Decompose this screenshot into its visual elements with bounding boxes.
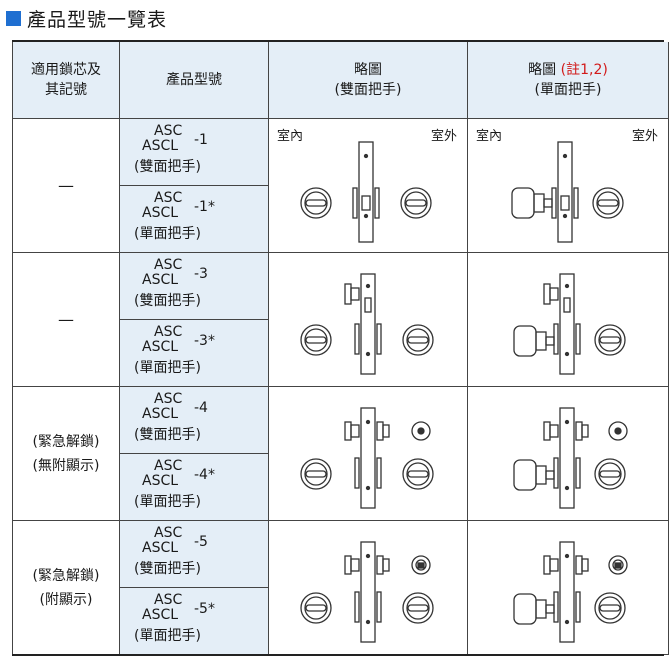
group-label: — xyxy=(12,252,120,387)
bottom-rule xyxy=(12,654,664,656)
header-sketch-single: 略圖 (註1,2) (單面把手) xyxy=(467,42,669,119)
lock-diagram xyxy=(513,540,628,643)
lock-diagram xyxy=(513,406,628,509)
sketch-single-4 xyxy=(467,386,669,521)
note-ref: (註1,2) xyxy=(560,62,608,78)
lock-diagram xyxy=(513,272,626,375)
model-table: 適用鎖芯及 其記號 產品型號 略圖 (雙面把手) 略圖 (註1,2) (單面把手… xyxy=(12,42,669,655)
table-row: — ASC ASCL -1 (雙面把手) 室內室外 室內室外 xyxy=(12,118,669,253)
sketch-double-5 xyxy=(268,520,468,655)
lock-diagram xyxy=(300,540,434,643)
lock-diagram xyxy=(300,272,434,375)
table-row: ASC ASCL -3* (單面把手) xyxy=(13,319,669,387)
group-label: (緊急解鎖) (附顯示) xyxy=(12,520,120,655)
table-row: ASC ASCL -1* (單面把手) xyxy=(13,185,669,253)
top-rule xyxy=(12,40,664,42)
table-row: (緊急解鎖) (附顯示) ASC ASCL -5 (雙面把手) xyxy=(12,520,669,655)
table-header-row: 適用鎖芯及 其記號 產品型號 略圖 (雙面把手) 略圖 (註1,2) (單面把手… xyxy=(12,42,669,119)
model-cell: ASC ASCL -1 (雙面把手) xyxy=(119,118,269,186)
section-title: 產品型號一覽表 xyxy=(6,6,168,31)
model-cell: ASC ASCL -3* (單面把手) xyxy=(119,319,269,387)
header-sketch-double: 略圖 (雙面把手) xyxy=(268,42,468,119)
model-cell: ASC ASCL -1* (單面把手) xyxy=(119,185,269,253)
table-row: ASC ASCL -4* (單面把手) xyxy=(13,453,669,521)
model-cell: ASC ASCL -4 (雙面把手) xyxy=(119,386,269,454)
group-label: — xyxy=(12,118,120,253)
lock-diagram xyxy=(300,406,434,509)
sketch-single-5 xyxy=(467,520,669,655)
table-row: ASC ASCL -5* (單面把手) xyxy=(13,587,669,655)
model-cell: ASC ASCL -5* (單面把手) xyxy=(119,587,269,655)
model-cell: ASC ASCL -5 (雙面把手) xyxy=(119,520,269,588)
sketch-double-4 xyxy=(268,386,468,521)
header-cylinder: 適用鎖芯及 其記號 xyxy=(12,42,120,119)
table-row: — ASC ASCL -3 (雙面把手) xyxy=(12,252,669,387)
sketch-double-1: 室內室外 xyxy=(268,118,468,253)
header-model: 產品型號 xyxy=(119,42,269,119)
model-cell: ASC ASCL -4* (單面把手) xyxy=(119,453,269,521)
sketch-single-3 xyxy=(467,252,669,387)
blue-square-icon xyxy=(6,10,21,26)
title-text: 產品型號一覽表 xyxy=(27,8,168,31)
model-cell: ASC ASCL -3 (雙面把手) xyxy=(119,252,269,320)
lock-diagram xyxy=(511,140,624,243)
sketch-single-1: 室內室外 xyxy=(467,118,669,253)
group-label: (緊急解鎖) (無附顯示) xyxy=(12,386,120,521)
lock-diagram xyxy=(300,140,432,243)
sketch-double-3 xyxy=(268,252,468,387)
table-row: (緊急解鎖) (無附顯示) ASC ASCL -4 (雙面把手) xyxy=(12,386,669,521)
